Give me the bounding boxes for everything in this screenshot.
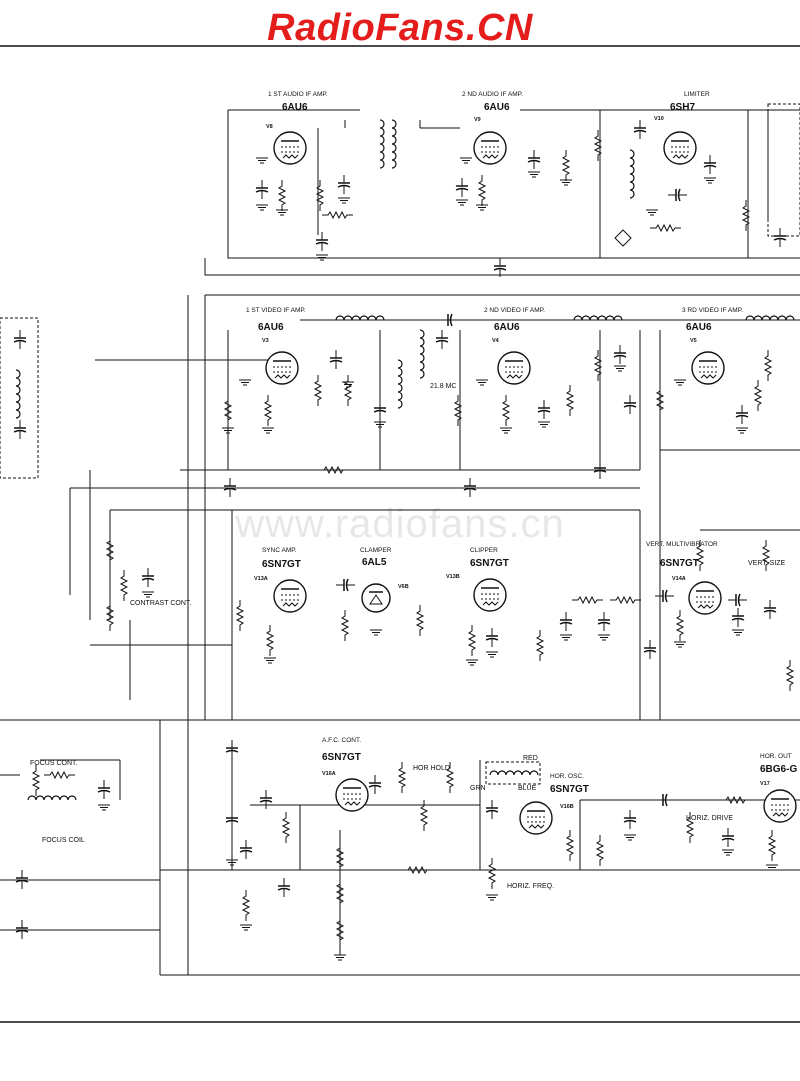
video-if-3-title: 3 RD VIDEO IF AMP. bbox=[682, 307, 743, 314]
video-if-3-tube: 6AU6 bbox=[686, 322, 712, 333]
vert-mv-ref: V14A bbox=[672, 576, 686, 582]
blue-label: BLUE bbox=[518, 785, 537, 792]
grn-label: GRN bbox=[470, 785, 486, 792]
limiter-ref: V10 bbox=[654, 116, 664, 122]
horiz-freq-label: HORIZ. FREQ. bbox=[507, 883, 554, 890]
video-if-3-ref: V5 bbox=[690, 338, 697, 344]
clipper-ref: V13B bbox=[446, 574, 460, 580]
limiter-tube: 6SH7 bbox=[670, 102, 695, 113]
hor-hold-label: HOR HOLD bbox=[413, 765, 450, 772]
sync-section: CONTRAST CONT. SYNC AMP. 6SN7GT V13A CLA… bbox=[0, 449, 800, 721]
limiter-title: LIMITER bbox=[684, 91, 710, 98]
afc-tube: 6SN7GT bbox=[322, 752, 361, 763]
audio-if-section: 1 ST AUDIO IF AMP. 6AU6 V8 2 ND AUDIO IF… bbox=[204, 91, 800, 278]
clipper-tube: 6SN7GT bbox=[470, 558, 509, 569]
audio-if-2-ref: V9 bbox=[474, 117, 481, 123]
video-if-2-title: 2 ND VIDEO IF AMP. bbox=[484, 307, 545, 314]
focus-cont-label: FOCUS CONT. bbox=[30, 760, 78, 767]
clamper-tube: 6AL5 bbox=[362, 557, 387, 568]
focus-coil-label: FOCUS COIL bbox=[42, 837, 85, 844]
hor-osc-ref: V16B bbox=[560, 804, 574, 810]
hor-osc-title: HOR. OSC. bbox=[550, 773, 584, 780]
vert-size-label: VERT. SIZE bbox=[748, 560, 786, 567]
hor-osc-tube: 6SN7GT bbox=[550, 784, 589, 795]
sync-amp-title: SYNC AMP. bbox=[262, 547, 297, 554]
vert-mv-tube: 6SN7GT bbox=[660, 558, 699, 569]
video-if-1-ref: V3 bbox=[262, 338, 269, 344]
hor-out-title: HOR. OUT bbox=[760, 753, 792, 760]
focus-section: FOCUS CONT. FOCUS COIL bbox=[0, 759, 160, 940]
clamper-title: CLAMPER bbox=[360, 547, 392, 554]
radiofans-banner: RadioFans.CN bbox=[0, 0, 800, 49]
afc-title: A.F.C. CONT. bbox=[322, 737, 361, 744]
vert-mv-title: VERT. MULTIVIBRATOR bbox=[646, 541, 718, 548]
clipper-title: CLIPPER bbox=[470, 547, 498, 554]
video-if-2-tube: 6AU6 bbox=[494, 322, 520, 333]
banner-logo-text: RadioFans.CN bbox=[267, 7, 533, 49]
hor-out-tube: 6BG6-G bbox=[760, 764, 797, 775]
audio-if-1-tube: 6AU6 bbox=[282, 102, 308, 113]
horizontal-section: A.F.C. CONT. 6SN7GT V16A HOR HOLD RED BL… bbox=[159, 720, 800, 976]
video-if-1-title: 1 ST VIDEO IF AMP. bbox=[246, 307, 306, 314]
audio-if-2-title: 2 ND AUDIO IF AMP. bbox=[462, 91, 523, 98]
audio-if-1-ref: V8 bbox=[266, 124, 273, 130]
horiz-drive-label: HORIZ. DRIVE bbox=[686, 815, 733, 822]
video-if-section: 1 ST VIDEO IF AMP. 6AU6 V3 21.8 MC 2 ND … bbox=[0, 294, 800, 975]
hor-out-ref: V17 bbox=[760, 781, 770, 787]
freq-label: 21.8 MC bbox=[430, 383, 456, 390]
audio-if-1-title: 1 ST AUDIO IF AMP. bbox=[268, 91, 328, 98]
red-label: RED bbox=[523, 755, 538, 762]
video-if-1-tube: 6AU6 bbox=[258, 322, 284, 333]
contrast-label: CONTRAST CONT. bbox=[130, 600, 191, 607]
sync-amp-tube: 6SN7GT bbox=[262, 559, 301, 570]
audio-if-2-tube: 6AU6 bbox=[484, 102, 510, 113]
sync-amp-ref: V13A bbox=[254, 576, 268, 582]
clamper-ref: V6B bbox=[398, 584, 409, 590]
afc-ref: V16A bbox=[322, 771, 336, 777]
watermark: www.radiofans.cn bbox=[235, 502, 565, 546]
video-if-2-ref: V4 bbox=[492, 338, 500, 344]
